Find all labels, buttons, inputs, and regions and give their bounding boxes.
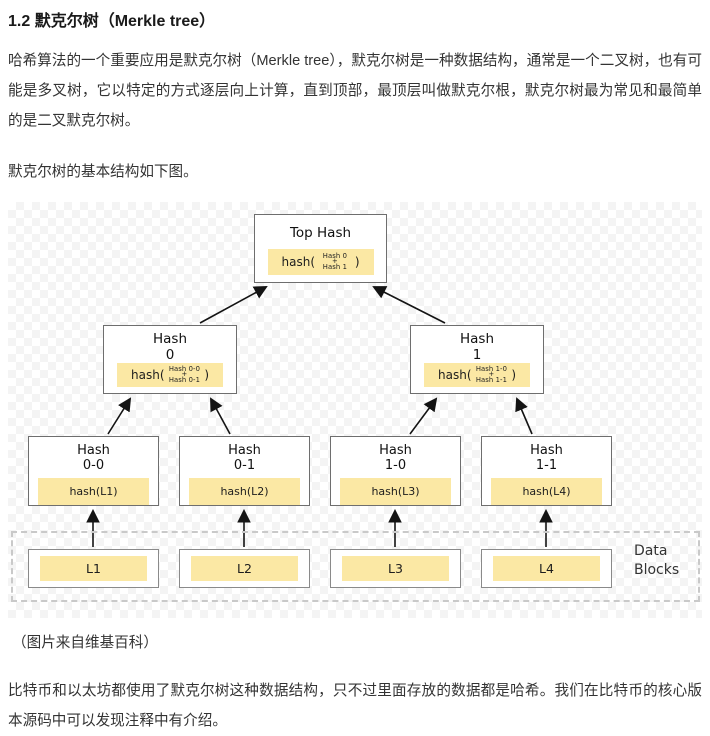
hash-formula: hash( Hash 0 + Hash 1 ) xyxy=(267,249,374,275)
hash-fn-close: ) xyxy=(511,368,516,382)
hash-args: Hash 0 + Hash 1 xyxy=(322,251,348,271)
hash-fn-close: ) xyxy=(204,368,209,382)
data-block-l1: L1 xyxy=(28,549,159,588)
hash-arg1: Hash 1-0 xyxy=(475,364,507,373)
node-title: Hash 1-0 xyxy=(379,443,412,473)
intro-paragraph: 哈希算法的一个重要应用是默克尔树（Merkle tree），默克尔树是一种数据结… xyxy=(8,53,702,129)
section-heading: 1.2 默克尔树（Merkle tree） xyxy=(8,13,216,30)
node-hash-0: Hash 0 hash( Hash 0-0 + Hash 0-1 ) xyxy=(103,325,237,394)
tree-arrows xyxy=(86,286,553,547)
hash-arg1: Hash 0 xyxy=(322,251,348,260)
block-label: L2 xyxy=(191,556,298,581)
hash-formula: hash(L2) xyxy=(189,478,300,505)
merkle-tree-figure: Top Hash hash( Hash 0 + Hash 1 ) Hash 0 … xyxy=(8,202,702,618)
arrow-hash01-hash0 xyxy=(210,397,231,435)
hash-args: Hash 0-0 + Hash 0-1 xyxy=(168,364,200,384)
image-source-caption: （图片来自维基百科） xyxy=(12,635,158,651)
node-title: Hash 0 xyxy=(152,331,187,363)
hash-formula: hash(L4) xyxy=(491,478,602,505)
arrow-group xyxy=(86,286,553,547)
block-label: L3 xyxy=(342,556,449,581)
arrow-hash11-hash1 xyxy=(515,397,533,435)
hash-formula: hash( Hash 0-0 + Hash 0-1 ) xyxy=(117,363,223,387)
hash-fn-open: hash( xyxy=(281,255,316,269)
figure-intro-text: 默克尔树的基本结构如下图。 xyxy=(8,164,198,180)
node-title: Hash 0-1 xyxy=(228,443,261,473)
hash-fn-open: hash( xyxy=(438,368,472,382)
node-hash-0-0: Hash 0-0 hash(L1) xyxy=(28,436,159,506)
hash-arg1: Hash 0-0 xyxy=(168,364,200,373)
arrow-hash1-tophash xyxy=(372,286,446,324)
hash-arg2: Hash 1-1 xyxy=(475,375,507,384)
arrow-hash0-tophash xyxy=(199,286,268,324)
hash-formula: hash(L3) xyxy=(340,478,451,505)
node-top-hash: Top Hash hash( Hash 0 + Hash 1 ) xyxy=(254,214,387,283)
data-block-l4: L4 xyxy=(481,549,612,588)
hash-arg2: Hash 0-1 xyxy=(168,375,200,384)
data-blocks-zone xyxy=(11,531,700,602)
hash-formula: hash( Hash 1-0 + Hash 1-1 ) xyxy=(424,363,530,387)
node-hash-1-1: Hash 1-1 hash(L4) xyxy=(481,436,612,506)
data-blocks-label: Data Blocks xyxy=(634,543,680,578)
data-block-l3: L3 xyxy=(330,549,461,588)
node-title: Top Hash xyxy=(289,225,352,241)
plus-sign: + xyxy=(488,370,495,379)
hash-fn-open: hash( xyxy=(131,368,165,382)
block-label: L1 xyxy=(40,556,147,581)
hash-args: Hash 1-0 + Hash 1-1 xyxy=(475,364,507,384)
node-title: Hash 1 xyxy=(459,331,494,363)
plus-sign: + xyxy=(181,370,188,379)
plus-sign: + xyxy=(332,257,338,266)
node-title: Hash 0-0 xyxy=(77,443,110,473)
node-hash-1-0: Hash 1-0 hash(L3) xyxy=(330,436,461,506)
node-hash-1: Hash 1 hash( Hash 1-0 + Hash 1-1 ) xyxy=(410,325,544,394)
arrow-hash10-hash1 xyxy=(409,397,438,435)
hash-formula: hash(L1) xyxy=(38,478,149,505)
block-label: L4 xyxy=(493,556,600,581)
data-block-l2: L2 xyxy=(179,549,310,588)
closing-paragraph: 比特币和以太坊都使用了默克尔树这种数据结构，只不过里面存放的数据都是哈希。我们在… xyxy=(8,683,702,729)
hash-fn-close: ) xyxy=(354,255,360,269)
hash-arg2: Hash 1 xyxy=(322,262,348,271)
arrow-hash00-hash0 xyxy=(107,397,132,435)
node-title: Hash 1-1 xyxy=(530,443,563,473)
node-hash-0-1: Hash 0-1 hash(L2) xyxy=(179,436,310,506)
